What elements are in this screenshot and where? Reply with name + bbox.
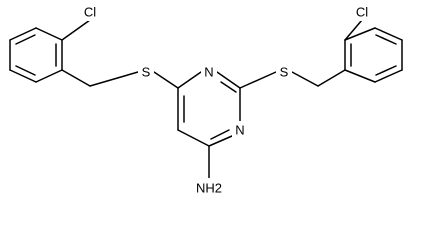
bond-pyrimidine-5 — [177, 129, 210, 147]
cl-left-label-bg — [78, 3, 102, 21]
bond-pyrimidine-4 — [208, 135, 233, 147]
amine-label-bg — [192, 178, 226, 196]
bond-right-s-ch2 — [291, 71, 319, 87]
bond-left-ring-4 — [9, 69, 37, 83]
bond-left-ring-ch2 — [61, 69, 91, 87]
bond-right-ring-4 — [374, 69, 403, 83]
bond-left-ch2-s — [89, 71, 139, 87]
sulfur-right-label: S — [280, 65, 289, 80]
bond-right-c-cl — [344, 19, 363, 41]
bond-right-ring-double-1 — [375, 34, 397, 45]
bond-pyrimidine-double-3 — [210, 129, 230, 140]
s-right-label-bg — [276, 63, 292, 81]
s-left-label-bg — [138, 63, 154, 81]
amine-group-label: NH2 — [196, 181, 222, 196]
bond-right-ring-1 — [344, 27, 376, 41]
bond-pyrimidine-1 — [177, 71, 202, 89]
bond-right-ring-2 — [374, 27, 403, 41]
bond-pyrimidine-2 — [216, 71, 241, 89]
atom-label-layer: Cl Cl S S N N NH2 — [78, 3, 374, 196]
chlorine-left-label: Cl — [84, 5, 96, 20]
chlorine-right-label: Cl — [356, 5, 368, 20]
bond-layer — [9, 19, 403, 179]
structure-diagram: Cl Cl S S N N NH2 — [9, 3, 403, 196]
bond-pyrimidine-double-1 — [220, 81, 237, 93]
bond-right-ring-5 — [344, 69, 376, 83]
cl-right-label-bg — [350, 3, 374, 21]
bond-left-s-c — [153, 71, 179, 89]
bond-left-ring-double-2 — [15, 65, 36, 76]
bond-right-c-s — [239, 71, 277, 89]
n-bottom-label-bg — [232, 121, 248, 139]
ring-nitrogen-top-label: N — [204, 65, 213, 80]
bond-left-ring-2 — [9, 27, 37, 41]
ring-nitrogen-bottom-label: N — [235, 123, 244, 138]
bond-right-ch2-ring — [317, 69, 346, 87]
bond-left-ring-1 — [35, 27, 63, 41]
bond-left-ring-double-1 — [15, 34, 36, 45]
bond-right-ring-double-2 — [375, 65, 397, 76]
bond-left-ring-5 — [35, 69, 63, 83]
n-top-label-bg — [201, 63, 217, 81]
sulfur-left-label: S — [142, 65, 151, 80]
bond-left-c-cl — [61, 19, 91, 41]
